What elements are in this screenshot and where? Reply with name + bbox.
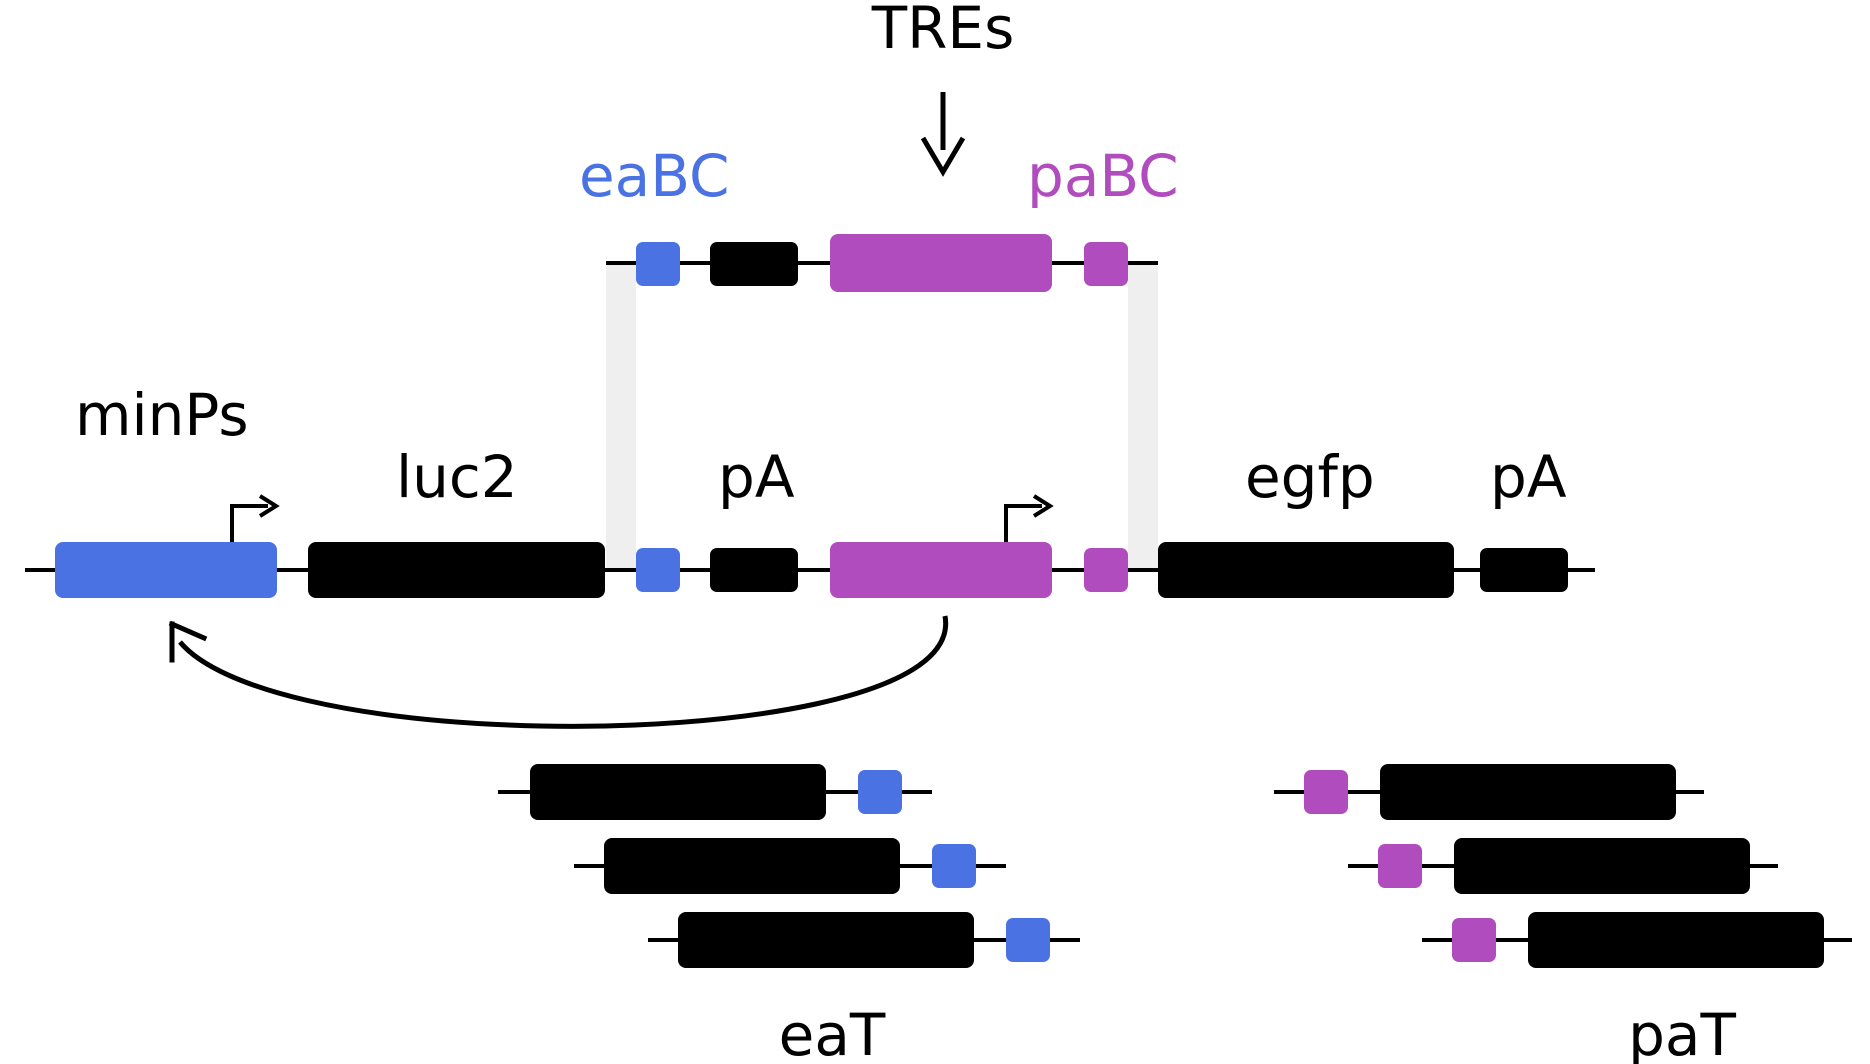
- main-construct: [25, 542, 1595, 598]
- eat-transcript: [498, 764, 932, 820]
- minps-block: [55, 542, 277, 598]
- main-pa-block: [710, 548, 798, 592]
- insert-pabc-block: [1084, 242, 1128, 286]
- eat-transcript: [648, 912, 1080, 968]
- insert-fragment: [606, 234, 1158, 292]
- connector-right: [1128, 262, 1158, 570]
- pabc-block: [1452, 918, 1496, 962]
- luc2-block: [308, 542, 605, 598]
- insert-eabc-block: [636, 242, 680, 286]
- main-pabc-block: [1084, 548, 1128, 592]
- egfp-block: [1158, 542, 1454, 598]
- pat-transcripts: [1274, 764, 1852, 968]
- pabc-block: [1378, 844, 1422, 888]
- label-eat: eaT: [779, 1001, 886, 1064]
- pabc-block: [1304, 770, 1348, 814]
- label-luc2: luc2: [396, 443, 518, 511]
- main-tres-block: [830, 542, 1052, 598]
- eabc-block: [1006, 918, 1050, 962]
- eat-transcripts: [498, 764, 1080, 968]
- pa-right-block: [1480, 548, 1568, 592]
- curved-arrow-icon: [168, 615, 949, 729]
- label-eabc: eaBC: [579, 142, 730, 210]
- promoter-arrow-icon: [1004, 494, 1054, 542]
- label-pa-right: pA: [1490, 443, 1567, 511]
- eabc-block: [858, 770, 902, 814]
- label-tres: TREs: [871, 0, 1015, 62]
- label-egfp: egfp: [1245, 443, 1375, 511]
- eabc-block: [932, 844, 976, 888]
- label-pat: paT: [1628, 1001, 1736, 1064]
- label-pa-left: pA: [718, 443, 795, 511]
- connector-left: [606, 262, 636, 570]
- label-pabc: paBC: [1027, 142, 1179, 210]
- eat-transcript: [574, 838, 1006, 894]
- pat-transcript: [1422, 912, 1852, 968]
- down-arrow-icon: [920, 92, 966, 177]
- insert-pa-block: [710, 242, 798, 286]
- pat-transcript: [1348, 838, 1778, 894]
- label-minps: minPs: [75, 381, 249, 449]
- pat-transcript: [1274, 764, 1704, 820]
- promoter-arrow-icon: [230, 494, 280, 542]
- main-eabc-block: [636, 548, 680, 592]
- insert-tres-block: [830, 234, 1052, 292]
